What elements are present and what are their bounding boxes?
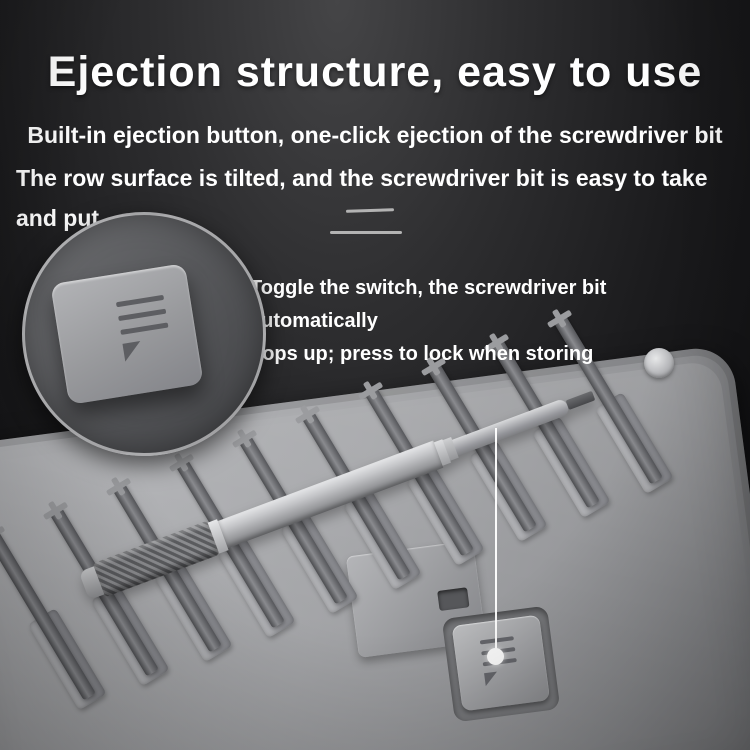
divider-dash bbox=[330, 231, 402, 234]
callout-text: Toggle the switch, the screwdriver bit a… bbox=[250, 272, 720, 371]
page-title: Ejection structure, easy to use bbox=[47, 48, 703, 96]
magnet-dot bbox=[644, 348, 674, 378]
callout-line-2: pops up; press to lock when storing bbox=[250, 343, 594, 365]
handle-tip bbox=[565, 390, 596, 410]
eject-button-icon bbox=[115, 294, 173, 362]
callout-dot bbox=[487, 648, 504, 665]
eject-button-recess bbox=[441, 605, 561, 723]
eject-button-zoomed bbox=[50, 263, 204, 405]
ejection-button-closeup bbox=[22, 212, 266, 456]
callout-line-1: Toggle the switch, the screwdriver bit a… bbox=[250, 277, 607, 332]
subtitle-line-2: The row surface is tilted, and the screw… bbox=[16, 165, 708, 231]
slot-hole bbox=[437, 587, 470, 612]
callout-line bbox=[495, 428, 497, 650]
subtitle-line-1: Built-in ejection button, one-click ejec… bbox=[27, 122, 723, 148]
